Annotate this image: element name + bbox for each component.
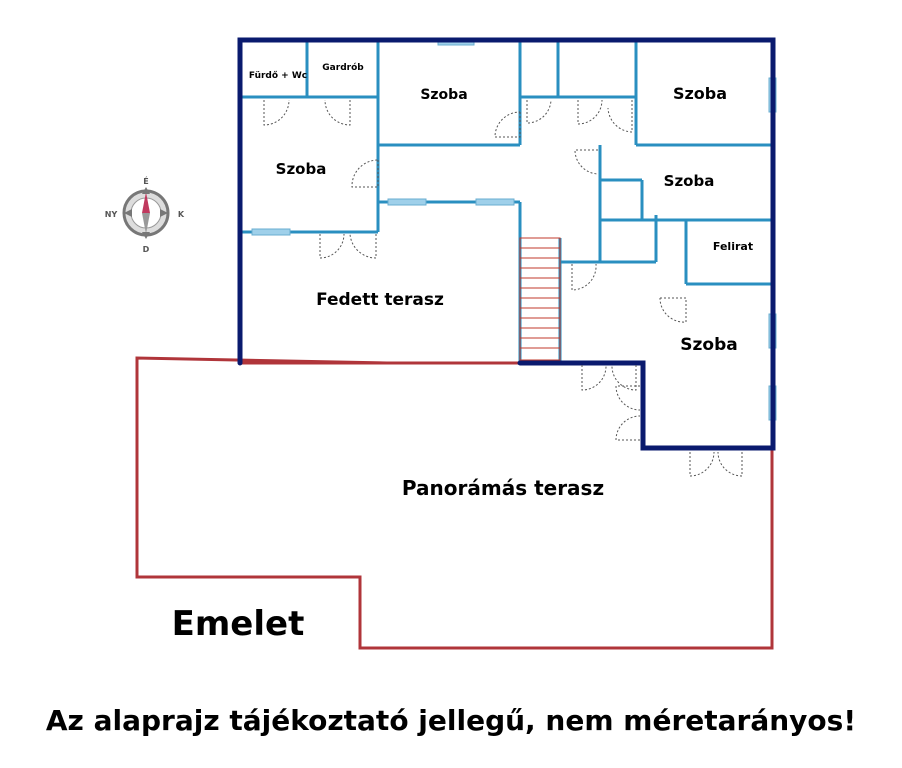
room-label-wardrobe: Gardrób [322, 62, 364, 73]
floor-label: Emelet [172, 604, 305, 644]
room-label-panoramic-terrace: Panorámás terasz [402, 476, 604, 500]
compass-rose: É D NY K [105, 175, 185, 254]
panoramic-terrace-outline [135, 356, 774, 650]
compass-south: D [143, 245, 150, 254]
room-label-bath: Fürdő + Wc [249, 71, 307, 81]
compass-east: K [178, 210, 185, 219]
room-label-right-mid: Szoba [664, 172, 715, 190]
disclaimer-caption: Az alaprajz tájékoztató jellegű, nem mér… [45, 704, 857, 737]
staircase [519, 237, 561, 361]
room-label-right-low: Szoba [680, 335, 737, 355]
door-swings [263, 99, 743, 477]
outer-walls [237, 37, 776, 451]
room-label-left: Szoba [276, 160, 327, 178]
room-label-top-right: Szoba [673, 84, 727, 103]
compass-west: NY [105, 210, 118, 219]
room-label-covered-terrace: Fedett terasz [316, 290, 444, 310]
compass-north: É [143, 175, 148, 186]
room-label-top-mid: Szoba [420, 87, 467, 103]
floor-plan: É D NY K Fürdő + Wc Gardrób Szoba Szoba … [105, 37, 777, 650]
room-label-sign: Felirat [713, 240, 753, 253]
